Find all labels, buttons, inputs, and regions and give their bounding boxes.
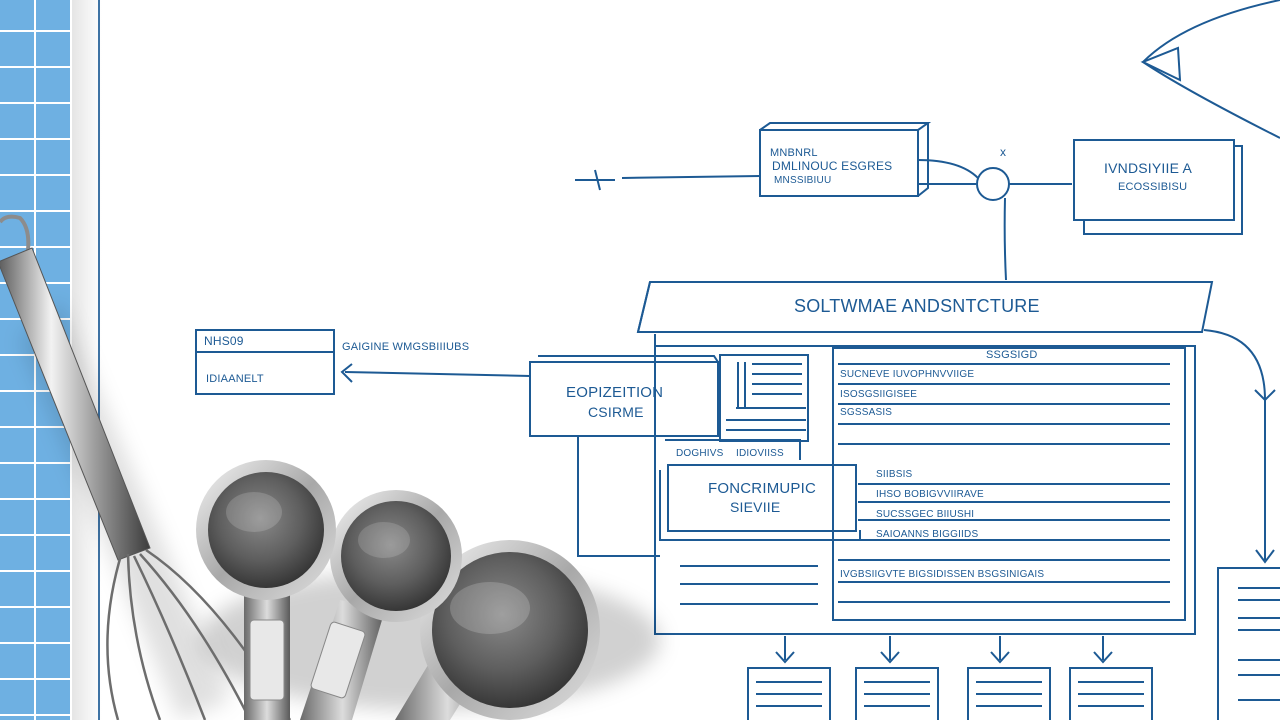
service-box [667, 464, 857, 532]
top-box-line1: MNBNRL [770, 147, 818, 159]
top-right-box-line2: ECOSSIBISU [1118, 181, 1188, 193]
top-right-box [1073, 139, 1235, 221]
diagram-title: SOLTWMAE ANDSNTCTURE [794, 296, 1040, 316]
left-box [195, 329, 335, 395]
panel-row-1: SUCNEVE IUVOPHNVVIIGE [840, 369, 975, 380]
panel-lower-row-1: SIIBSIS [876, 469, 913, 480]
small-label-1: DOGHIVS [676, 448, 724, 459]
left-arrow-label: GAIGINE WMGSBIIIUBS [342, 341, 470, 353]
right-curved-arrow [1203, 329, 1266, 560]
panel-row-2: ISOSGSIIGISEE [840, 389, 918, 400]
top-right-box-line1: IVNDSIYIIE A [1104, 160, 1192, 176]
service-box-line1: FONCRIMUPIC [708, 480, 817, 497]
component-box-line1: EOPIZEITION [566, 384, 664, 401]
panel-header: SSGSIGD [986, 349, 1038, 361]
top-box [759, 129, 919, 197]
panel-lower-row-5: IVGBSIIGVTE BIGSIDISSEN BSGSINIGAIS [840, 569, 1045, 580]
component-box [529, 361, 719, 437]
left-connector [621, 175, 761, 179]
panel-row-3: SGSSASIS [840, 407, 893, 418]
top-box-line3: MNSSIBIUU [774, 175, 832, 186]
component-box-line2: CSIRME [588, 404, 644, 420]
measuring-cup-large-icon [395, 540, 600, 720]
top-box-line2: DMLINOUC ESGRES [772, 159, 893, 173]
left-box-line2: IDIAANELT [206, 373, 264, 385]
panel-lower-row-3: SUCSSGEC BIIUSHI [876, 509, 975, 520]
measuring-cup-small-icon [196, 460, 336, 720]
panel-lower-row-2: IHSO BOBIGVVIIRAVE [876, 489, 984, 500]
page-margin-line [98, 0, 100, 720]
service-box-line2: SIEVIIE [730, 499, 781, 515]
main-panel [654, 345, 1196, 635]
left-box-arrow [344, 371, 531, 377]
measuring-cup-medium-icon [300, 490, 462, 720]
small-label-2: IDIOVIISS [736, 448, 784, 459]
panel-lower-row-4: SAIOANNS BIGGIIDS [876, 529, 979, 540]
left-box-line1: NHS09 [204, 334, 244, 348]
x-mark: x [1000, 145, 1007, 159]
